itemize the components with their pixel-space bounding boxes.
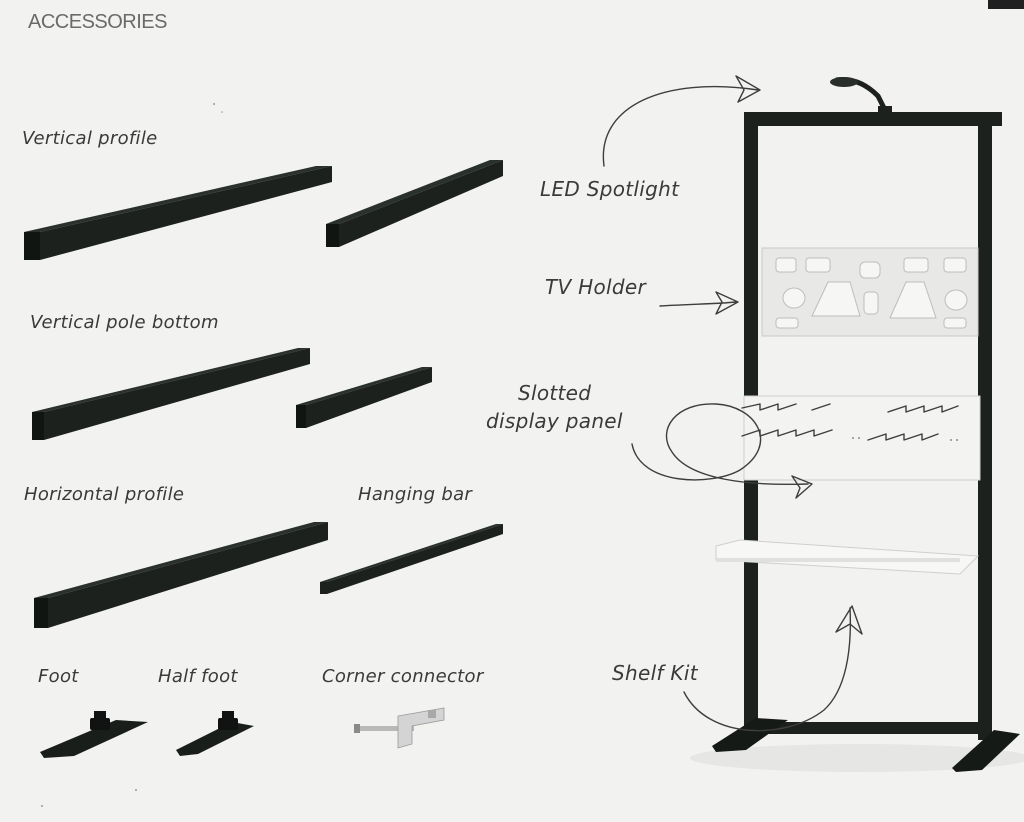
label-shelf-kit: Shelf Kit: [612, 661, 699, 685]
label-foot: Foot: [38, 666, 79, 687]
label-corner-connector: Corner connector: [322, 666, 485, 687]
label-vertical-profile: Vertical profile: [22, 128, 158, 149]
corner-connector-image: [354, 707, 445, 749]
tv-holder-plate-image: [761, 247, 979, 337]
label-led-spotlight: LED Spotlight: [540, 177, 680, 201]
label-half-foot: Half foot: [158, 666, 238, 687]
label-vertical-pole-bottom: Vertical pole bottom: [30, 312, 219, 333]
arrow-tv-holder: [659, 291, 739, 315]
label-slotted-display-panel-line2: display panel: [486, 409, 623, 433]
shelf-image: [715, 539, 980, 575]
paper-speckle: [213, 103, 215, 105]
horizontal-profile-image: [34, 522, 328, 628]
label-tv-holder: TV Holder: [545, 275, 647, 299]
paper-speckle: [41, 805, 43, 807]
paper-speckle: [135, 789, 137, 791]
arrow-shelf-kit: [683, 605, 863, 732]
label-slotted-display-panel-line1: Slotted: [518, 381, 591, 405]
hanging-bar-image: [320, 524, 503, 594]
label-horizontal-profile: Horizontal profile: [24, 484, 184, 505]
led-spotlight-image: [830, 77, 892, 114]
page-corner-tab: [988, 0, 1024, 9]
vertical-pole-bottom-short-image: [296, 367, 432, 428]
vertical-pole-bottom-long-image: [32, 348, 310, 440]
vertical-profile-short-image: [326, 160, 503, 247]
arrow-led-spotlight: [602, 75, 761, 167]
display-stand-image: [690, 77, 1024, 772]
paper-speckle: [221, 111, 223, 113]
page-heading: ACCESSORIES: [28, 11, 167, 33]
arrow-slotted-display-panel: [631, 403, 813, 499]
vertical-profile-long-image: [24, 166, 332, 260]
half-foot-image: [176, 711, 254, 756]
label-hanging-bar: Hanging bar: [358, 484, 473, 505]
slotted-display-panel-image: [741, 395, 981, 481]
foot-image: [40, 711, 148, 758]
